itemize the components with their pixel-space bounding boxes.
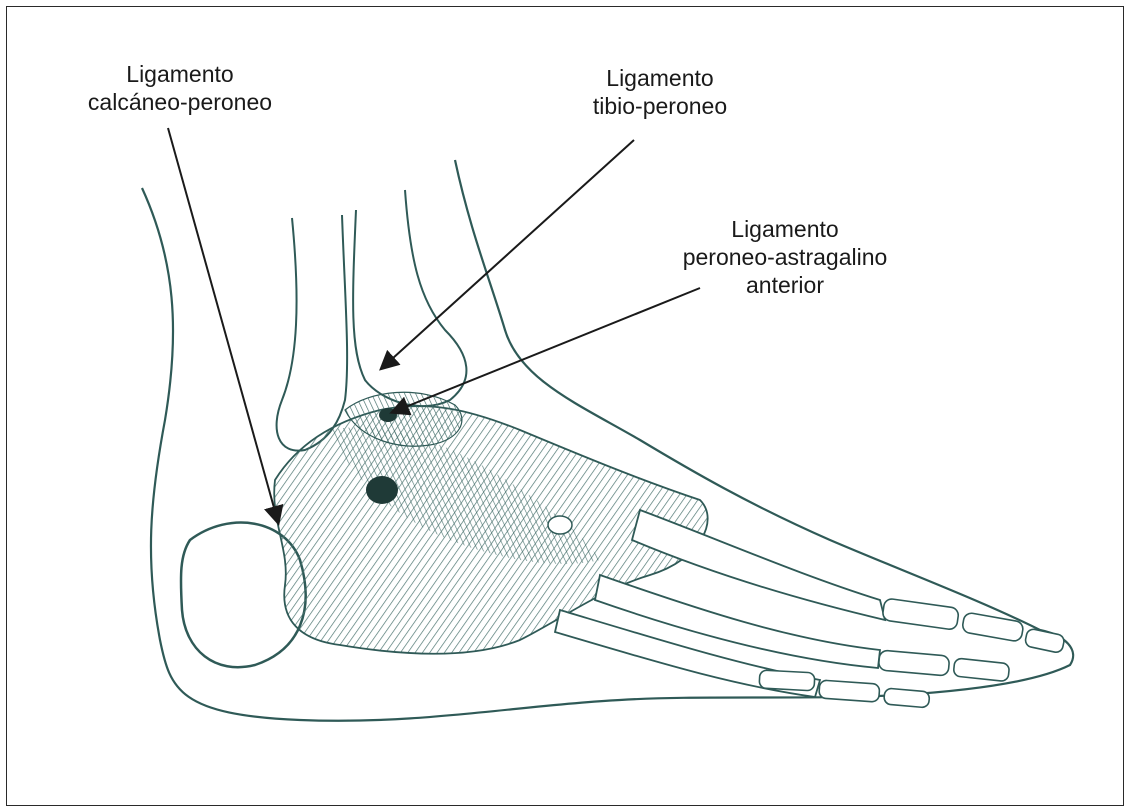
label-calcaneo-peroneo: Ligamento calcáneo-peroneo	[40, 60, 320, 116]
label-tibio-peroneo: Ligamento tibio-peroneo	[510, 64, 810, 120]
label-line: peroneo-astragalino	[615, 243, 955, 271]
pointer-tibio-peroneo	[382, 140, 634, 368]
label-line: tibio-peroneo	[510, 92, 810, 120]
pointer-calcaneo-peroneo	[168, 128, 278, 522]
label-line: Ligamento	[615, 215, 955, 243]
shadow-spot	[379, 408, 397, 422]
shadow-spot	[366, 476, 398, 504]
label-line: calcáneo-peroneo	[40, 88, 320, 116]
label-line: Ligamento	[510, 64, 810, 92]
label-peroneo-astragalino: Ligamento peroneo-astragalino anterior	[615, 215, 955, 299]
navicular-mark	[548, 516, 572, 534]
label-line: anterior	[615, 271, 955, 299]
fibula-bone	[277, 215, 348, 451]
label-line: Ligamento	[40, 60, 320, 88]
tibia-bone	[353, 190, 466, 406]
